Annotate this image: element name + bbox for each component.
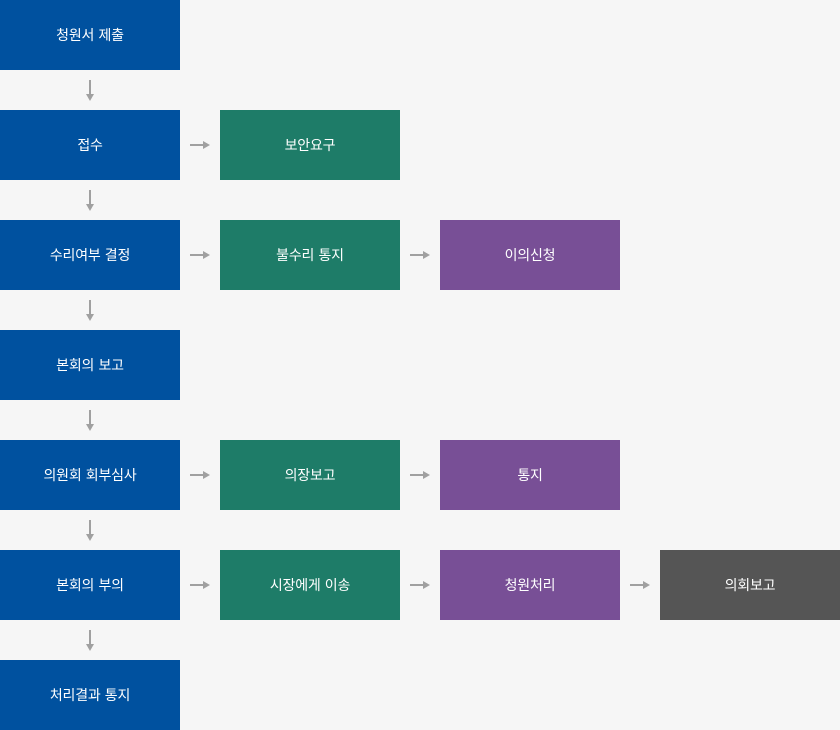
arrow-down-icon — [84, 410, 96, 432]
step-box: 접수 — [0, 110, 180, 180]
step-box: 청원서 제출 — [0, 0, 180, 70]
arrow-down-icon — [84, 630, 96, 652]
arrow-right-icon — [630, 579, 652, 591]
step-box: 의회보고 — [660, 550, 840, 620]
step-box: 시장에게 이송 — [220, 550, 400, 620]
step-box: 이의신청 — [440, 220, 620, 290]
step-box: 의장보고 — [220, 440, 400, 510]
step-box: 본회의 보고 — [0, 330, 180, 400]
step-box: 처리결과 통지 — [0, 660, 180, 730]
arrow-down-icon — [84, 520, 96, 542]
step-box: 청원처리 — [440, 550, 620, 620]
step-box: 본회의 부의 — [0, 550, 180, 620]
step-box: 수리여부 결정 — [0, 220, 180, 290]
arrow-right-icon — [190, 469, 212, 481]
step-box: 의원회 회부심사 — [0, 440, 180, 510]
arrow-right-icon — [190, 139, 212, 151]
arrow-down-icon — [84, 300, 96, 322]
arrow-right-icon — [410, 249, 432, 261]
step-box: 통지 — [440, 440, 620, 510]
arrow-down-icon — [84, 80, 96, 102]
arrow-right-icon — [410, 469, 432, 481]
arrow-right-icon — [190, 579, 212, 591]
arrow-right-icon — [190, 249, 212, 261]
step-box: 보안요구 — [220, 110, 400, 180]
arrow-down-icon — [84, 190, 96, 212]
arrow-right-icon — [410, 579, 432, 591]
step-box: 불수리 통지 — [220, 220, 400, 290]
